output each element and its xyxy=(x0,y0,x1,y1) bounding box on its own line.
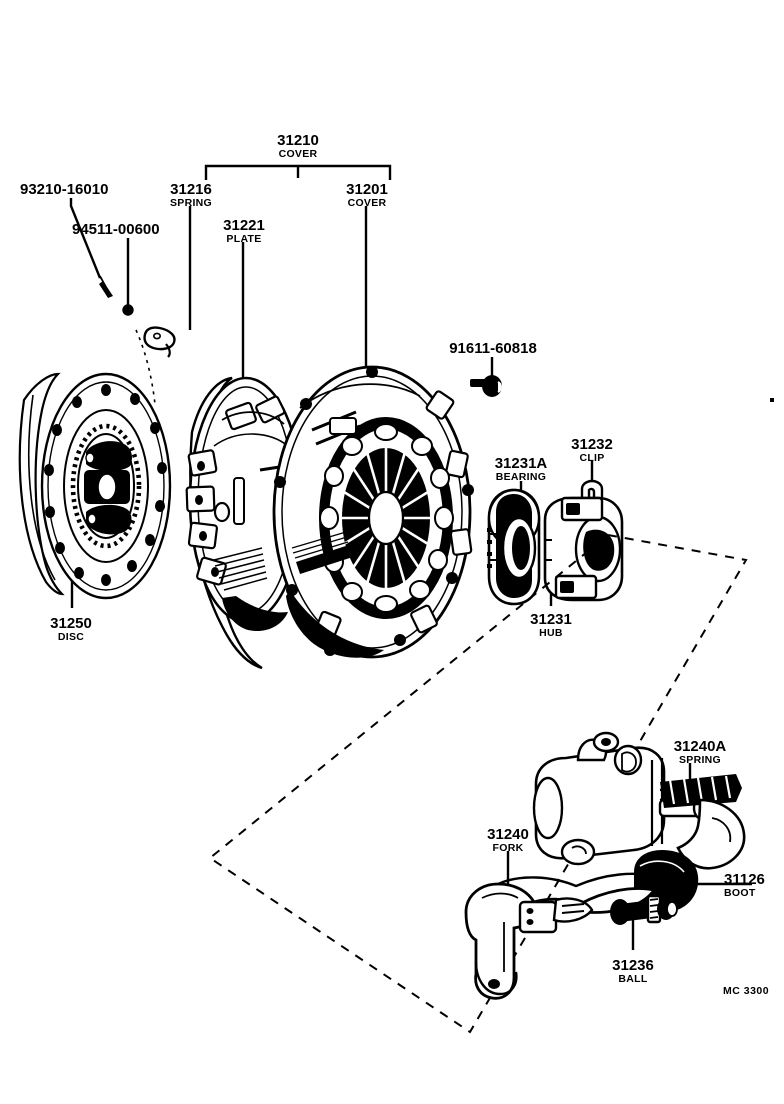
callout-31240a: 31240A SPRING xyxy=(650,739,750,766)
leader-93210 xyxy=(69,198,102,279)
plate-hatching xyxy=(213,547,268,591)
callout-31231a-name: BEARING xyxy=(495,471,547,483)
callout-91611-60818-number: 91611-60818 xyxy=(449,340,537,357)
callout-31240a-number: 31240A xyxy=(673,738,727,755)
part-release-hub-31231 xyxy=(543,496,624,602)
callout-93210-16010-number: 93210-16010 xyxy=(20,181,109,198)
callout-31250-name: DISC xyxy=(57,631,85,643)
callout-31232-number: 31232 xyxy=(571,436,613,453)
callout-31221-number: 31221 xyxy=(223,217,265,234)
callout-31231a-number: 31231A xyxy=(494,455,548,472)
plate-shadow xyxy=(222,596,288,632)
callout-91611-60818: 91611-60818 xyxy=(432,341,554,356)
callout-31250: 31250 DISC xyxy=(32,616,110,643)
cover-mounting-holes xyxy=(274,366,474,656)
callout-31236-number: 31236 xyxy=(612,957,654,974)
callout-31232: 31232 CLIP xyxy=(553,437,631,464)
diaphragm-centre-bore xyxy=(367,490,405,546)
callout-31201: 31201 COVER xyxy=(328,182,406,209)
callout-31250-number: 31250 xyxy=(50,615,92,632)
diaphragm-slot-ring xyxy=(319,423,454,613)
detail-view-callout-outline xyxy=(208,533,748,1034)
part-clip-94511 xyxy=(122,305,134,315)
callout-31216-name: SPRING xyxy=(169,197,213,209)
plate-rivets xyxy=(195,461,219,577)
callout-31231: 31231 HUB xyxy=(512,612,590,639)
part-dowel-pin-93210 xyxy=(99,281,113,298)
part-clutch-cover-31201 xyxy=(272,365,474,659)
callout-94511-00600: 94511-00600 xyxy=(72,222,160,237)
callout-31236: 31236 BALL xyxy=(594,958,672,985)
cover-drive-straps xyxy=(314,390,473,640)
slave-cylinder xyxy=(532,731,712,866)
part-clutch-disc-31250 xyxy=(18,329,172,600)
callout-31201-name: COVER xyxy=(347,197,387,209)
disc-hub xyxy=(84,441,132,535)
disc-rivets-outer xyxy=(44,384,167,586)
part-bolt-91611 xyxy=(470,375,502,397)
callout-31221-name: PLATE xyxy=(226,233,262,245)
cover-hatching xyxy=(291,531,349,559)
callout-94511-00600-number: 94511-00600 xyxy=(72,221,160,238)
callout-31231-name: HUB xyxy=(539,627,563,639)
callout-31210-name: COVER xyxy=(278,148,318,160)
figure-code: MC 3300 xyxy=(723,985,770,997)
callout-31221: 31221 PLATE xyxy=(205,218,283,245)
callout-31126: 31126 BOOT xyxy=(724,872,784,899)
bearing-knurl xyxy=(487,528,492,568)
callout-31240: 31240 FORK xyxy=(469,827,547,854)
callout-31236-name: BALL xyxy=(618,973,648,985)
callout-31216: 31216 SPRING xyxy=(152,182,230,209)
callout-31210: 31210 COVER xyxy=(252,133,344,160)
group-bracket-31210 xyxy=(204,164,392,180)
callout-31232-name: CLIP xyxy=(579,452,605,464)
part-release-fork-assembly xyxy=(464,731,746,1000)
callout-31240a-name: SPRING xyxy=(678,754,722,766)
callout-31231a: 31231A BEARING xyxy=(473,456,569,483)
callout-31210-number: 31210 xyxy=(277,132,319,149)
part-release-bearing-31231a xyxy=(487,488,541,606)
disc-spline-teeth xyxy=(70,423,142,549)
part-pressure-plate-31221 xyxy=(185,376,304,670)
callout-31240-number: 31240 xyxy=(487,826,529,843)
part-ball-stud-31236 xyxy=(610,894,678,925)
spring-coil-highlights xyxy=(668,775,732,805)
part-spring-31216 xyxy=(143,326,176,358)
callout-93210-16010: 93210-16010 xyxy=(20,182,108,197)
margin-ink-dot xyxy=(770,398,774,402)
callout-31216-number: 31216 xyxy=(170,181,212,198)
fork-body xyxy=(464,872,661,1000)
callout-31126-number: 31126 xyxy=(724,871,765,888)
callout-31231-number: 31231 xyxy=(530,611,572,628)
callout-31201-number: 31201 xyxy=(346,181,388,198)
callout-31240-name: FORK xyxy=(492,842,524,854)
callout-31126-name: BOOT xyxy=(724,887,756,899)
